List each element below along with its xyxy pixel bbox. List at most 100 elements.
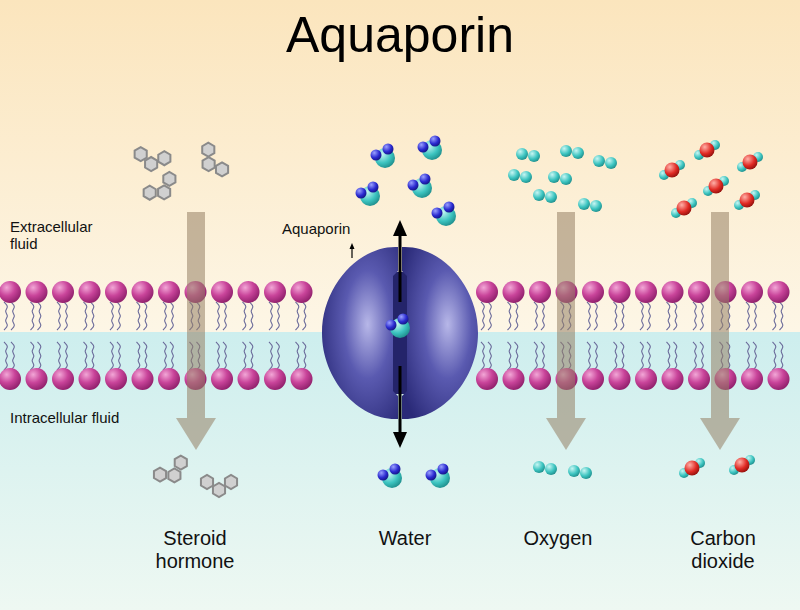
lipid-head [238,281,260,303]
region-label: Intracellular fluid [10,409,120,426]
oxygen-molecule [548,171,572,185]
lipid-head [582,281,604,303]
oxygen-atom [533,461,545,473]
hydrogen-atom [432,208,443,219]
steroid-ring [175,456,187,470]
water-molecule [418,136,443,161]
lipid-tail [674,342,677,370]
lipid-tail [753,342,756,370]
oxygen-atom [578,198,590,210]
lipid-tail [753,302,756,330]
lipid-tail [91,342,94,370]
carbon-dioxide-molecule [703,176,729,196]
lipid-tail [667,302,670,330]
lipid-head [609,281,631,303]
lipid-tail [163,342,166,370]
hydrogen-atom [398,314,409,325]
lipid-head [529,368,551,390]
lipid-tail [269,342,272,370]
lipid-head [741,368,763,390]
aquaporin-protein [322,220,478,448]
steroid-ring [154,468,166,482]
lipid-tail [534,302,537,330]
oxygen-atom [548,171,560,183]
water-molecule [386,314,411,339]
lipid-tail [674,302,677,330]
lipid-tail [110,302,113,330]
oxygen-molecule [578,198,602,212]
lipid-head [0,281,21,303]
carbon-atom [735,458,750,473]
oxygen-atom [516,148,528,160]
lipid-head [52,281,74,303]
hydrogen-atom [378,470,389,481]
oxygen-atom [560,145,572,157]
lipid-tail [594,302,597,330]
lipid-tail [250,302,253,330]
lipid-head [582,368,604,390]
hydrogen-atom [438,464,449,475]
water-molecule [371,144,396,169]
hydrogen-atom [356,188,367,199]
lipid-tail [4,342,7,370]
lipid-head [79,368,101,390]
lipid-tail [303,342,306,370]
molecule-label: Steroid hormone [130,527,260,573]
carbon-dioxide-molecule [671,198,697,218]
lipid-tail [276,342,279,370]
carbon-dioxide-molecule [694,140,720,160]
lipid-tail [296,342,299,370]
lipid-tail [84,302,87,330]
carbon-atom [677,201,692,216]
lipid-tail [64,302,67,330]
oxygen-atom [545,463,557,475]
lipid-tail [38,302,41,330]
lipid-tail [91,302,94,330]
oxygen-atom [528,150,540,162]
lipid-tail [614,342,617,370]
water-molecule [356,182,381,207]
lipid-tail [117,342,120,370]
lipid-head [105,368,127,390]
lipid-tail [4,302,7,330]
oxygen-atom [545,191,557,203]
hydrogen-atom [383,144,394,155]
oxygen-atom [605,157,617,169]
lipid-head [105,281,127,303]
lipid-tail [488,302,491,330]
lipid-tail [84,342,87,370]
intracellular-region [0,332,800,610]
lipid-tail [541,302,544,330]
lipid-head [264,281,286,303]
lipid-head [688,281,710,303]
steroid-molecule [154,456,187,483]
steroid-molecule [202,143,228,177]
lipid-head [132,281,154,303]
lipid-head [662,368,684,390]
hydrogen-atom [420,174,431,185]
lipid-tail [780,302,783,330]
steroid-ring [213,483,225,497]
hydrogen-atom [444,202,455,213]
lipid-tail [170,302,173,330]
steroid-ring [158,185,170,199]
hydrogen-atom [408,180,419,191]
lipid-tail [700,342,703,370]
steroid-ring [203,157,215,171]
oxygen-atom [508,169,520,181]
hydrogen-atom [418,142,429,153]
lipid-tail [481,302,484,330]
lipid-head [158,368,180,390]
lipid-tail [144,302,147,330]
steroid-ring [158,151,170,165]
diffusion-arrow [176,212,216,450]
oxygen-molecule [533,461,557,475]
lipid-head [768,281,790,303]
water-molecule [408,174,433,199]
lipid-tail [38,342,41,370]
steroid-molecule [144,172,176,200]
carbon-dioxide-molecule [737,152,763,172]
water-molecule [426,464,451,489]
lipid-head [476,281,498,303]
lipid-head [476,368,498,390]
